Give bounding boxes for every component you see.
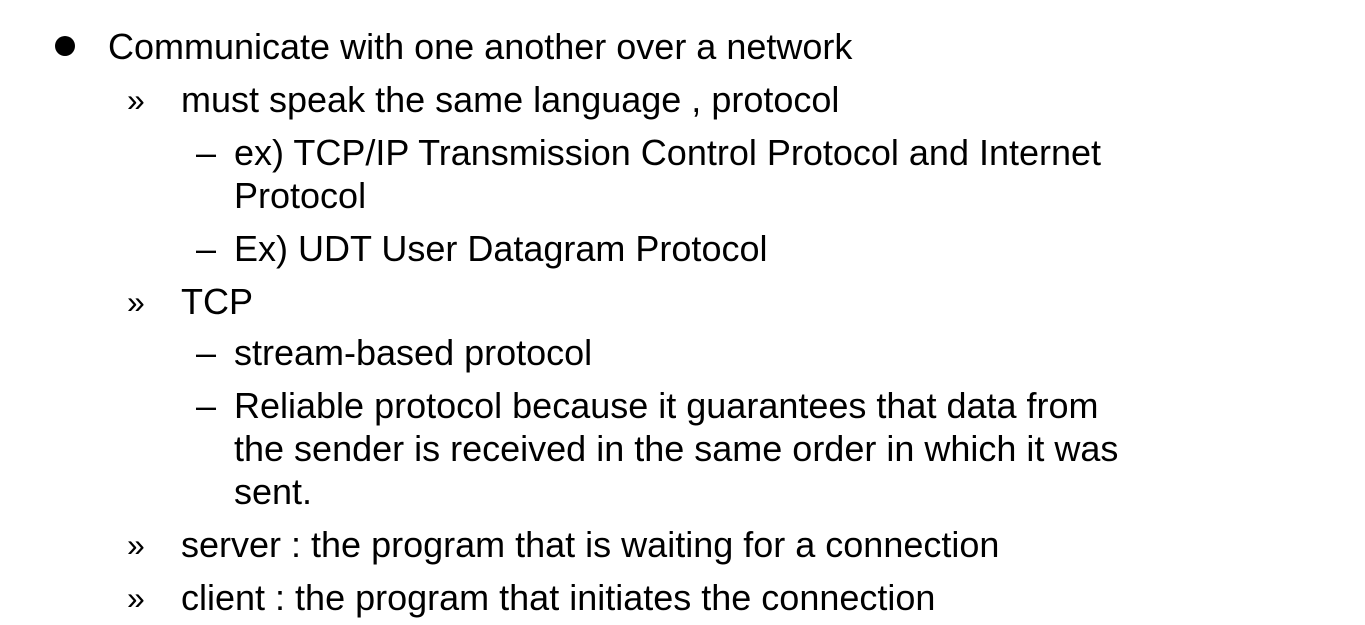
bullet-text: server : the program that is waiting for… [181,524,1000,565]
dash-marker-icon: – [196,385,217,426]
chevron-marker-icon: » [127,284,145,320]
sub-bullet-line: ex) TCP/IP Transmission Control Protocol… [234,132,1102,173]
sub-bullet-line: Reliable protocol because it guarantees … [234,385,1099,426]
chevron-marker-icon: » [127,82,145,118]
sub-bullet-line: stream-based protocol [234,332,593,373]
bullet-text: Communicate with one another over a netw… [108,26,853,67]
dash-marker-icon: – [196,332,217,373]
sub-bullet-line: sent. [234,471,313,512]
bullet-dot-icon [55,36,75,56]
chevron-marker-icon: » [127,527,145,563]
sub-bullet-line: Ex) UDT User Datagram Protocol [234,228,768,269]
dash-marker-icon: – [196,132,217,173]
dash-marker-icon: – [196,228,217,269]
sub-bullet-line: Protocol [234,175,367,216]
bullet-text: must speak the same language , protocol [181,79,840,120]
chevron-marker-icon: » [127,580,145,616]
bullet-text: TCP [181,281,253,322]
bullet-text: client : the program that initiates the … [181,577,936,618]
sub-bullet-line: the sender is received in the same order… [234,428,1119,469]
